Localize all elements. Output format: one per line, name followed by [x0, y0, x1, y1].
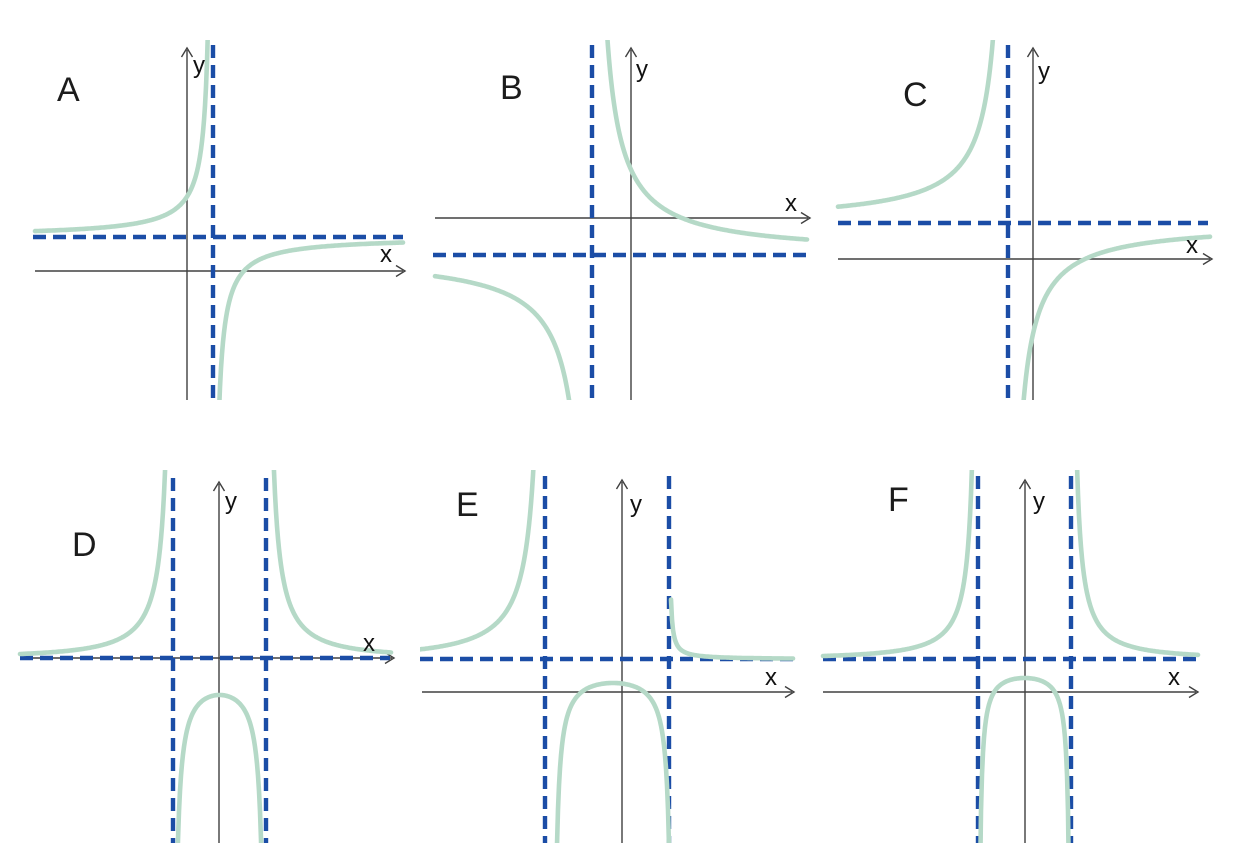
- graph-B: [432, 40, 812, 400]
- panel-A-letter: A: [57, 71, 80, 109]
- y-axis-label: y: [225, 488, 237, 515]
- panel-D: D x y: [15, 470, 405, 843]
- panel-C-letter: C: [903, 76, 928, 114]
- y-axis-label: y: [1038, 58, 1050, 85]
- y-axis-label: y: [630, 491, 642, 518]
- panel-E-letter: E: [456, 486, 479, 524]
- graph-A: [32, 40, 407, 400]
- x-axis-label: x: [765, 664, 777, 691]
- panel-A: A x y: [30, 40, 410, 400]
- x-axis-label: x: [1168, 664, 1180, 691]
- graph-D: [17, 470, 396, 843]
- x-axis-label: x: [363, 630, 375, 657]
- panel-C: C x y: [820, 40, 1215, 400]
- panel-F: F x y: [820, 470, 1240, 843]
- panel-D-letter: D: [72, 526, 97, 564]
- y-axis-label: y: [636, 56, 648, 83]
- graph-C: [835, 40, 1214, 400]
- graph-F: [820, 470, 1201, 843]
- panel-B-letter: B: [500, 69, 523, 107]
- panel-B: B x y: [430, 40, 815, 400]
- y-axis-label: y: [1033, 488, 1045, 515]
- panel-F-letter: F: [888, 481, 909, 519]
- x-axis-label: x: [380, 241, 392, 268]
- panel-E: E x y: [420, 470, 800, 843]
- x-axis-label: x: [785, 190, 797, 217]
- graph-E: [420, 470, 796, 843]
- x-axis-label: x: [1186, 232, 1198, 259]
- y-axis-label: y: [193, 52, 205, 79]
